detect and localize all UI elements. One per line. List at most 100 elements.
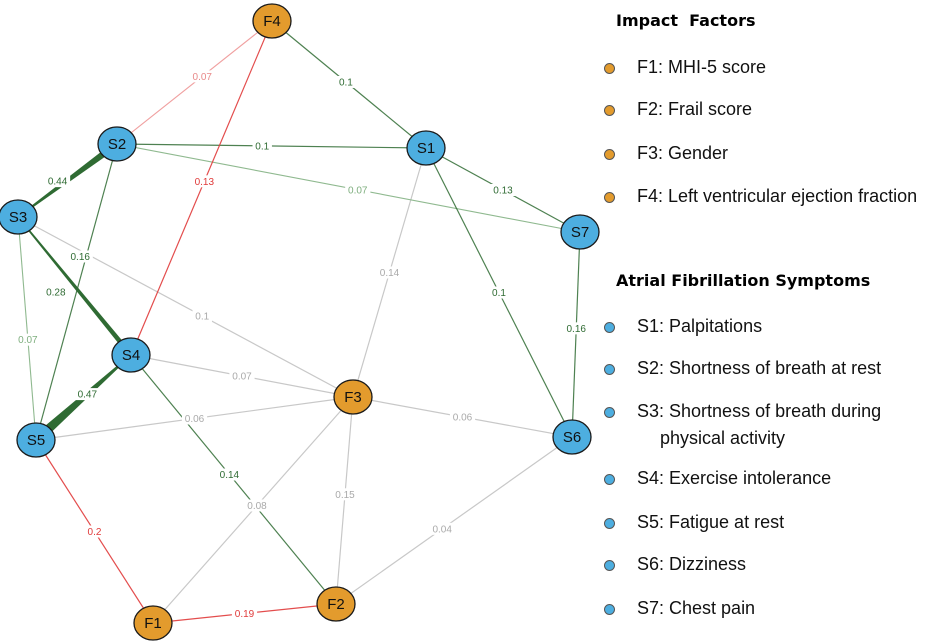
edge-label-bg [252, 139, 272, 152]
edge-label-bg [189, 70, 215, 83]
edge-weight-label: 0.07 [348, 185, 368, 196]
legend-item-label: F3: Gender [637, 143, 729, 163]
edge-s7-s6 [571, 231, 581, 438]
factor-dot-icon [604, 63, 615, 74]
node-circle [16, 422, 56, 458]
edge-label-bg [44, 175, 71, 188]
edge-label-bg [489, 286, 509, 299]
edge-weight-label: 0.07 [18, 335, 38, 346]
node-circle [111, 337, 151, 373]
edge-label-bg [67, 250, 93, 263]
edge-weight-label: 0.06 [453, 413, 473, 424]
edge-label-bg [74, 388, 100, 401]
edge-label-bg [244, 499, 270, 512]
edge-label-bg [345, 183, 371, 196]
legend-item-label: F1: MHI-5 score [637, 57, 767, 77]
edge-f4-s4 [130, 20, 273, 356]
edge-f3-f2 [335, 396, 354, 605]
node-label: S3 [9, 209, 27, 226]
node-f1: F1 [133, 605, 173, 641]
edge-label-bg [43, 285, 69, 298]
node-label: S5 [27, 432, 45, 449]
edge-weight-label: 0.08 [247, 501, 267, 512]
edge-weight-label: 0.04 [432, 524, 452, 535]
edge-label-bg [376, 266, 403, 279]
legend-item-f3: F3: Gender [600, 142, 728, 169]
node-s6: S6 [552, 419, 592, 455]
legend-item-f4: F4: Left ventricular ejection fraction [600, 185, 917, 212]
node-f2: F2 [316, 586, 356, 622]
legend-item-s4: S4: Exercise intolerance [600, 467, 831, 494]
node-s1: S1 [406, 130, 446, 166]
node-circle [97, 126, 137, 162]
legend-item-label: S6: Dizziness [637, 554, 747, 574]
node-label: F4 [263, 13, 281, 30]
legend-item-label: S7: Chest pain [637, 598, 756, 618]
edge-weight-label: 0.13 [195, 177, 215, 188]
node-label: S2 [108, 136, 126, 153]
node-label: F2 [327, 596, 345, 613]
symptom-dot-icon [604, 407, 615, 418]
node-circle [333, 379, 373, 415]
edge-weight-label: 0.16 [567, 324, 587, 335]
factor-dot-icon [604, 149, 615, 160]
edge-weight-label: 0.07 [232, 372, 252, 383]
symptom-dot-icon [604, 474, 615, 485]
edge-weight-label: 0.06 [185, 414, 205, 425]
edge-weight-label: 0.1 [339, 77, 353, 88]
edge-label-bg [181, 412, 208, 425]
edge-weight-label: 0.1 [195, 312, 209, 323]
edge-weight-label: 0.2 [88, 527, 102, 538]
edge-label-bg [84, 525, 105, 538]
legend-item-label-line2: physical activity [660, 428, 786, 448]
network-diagram: 0.07 0.1 0.07 0.06 0.06 0.08 0.15 0.04 0.14 0.07 0… [0, 3, 600, 641]
legend-item-f1: F1: MHI-5 score [600, 56, 766, 83]
node-label: F3 [344, 389, 362, 406]
legend-item-label-line1: S3: Shortness of breath during [637, 401, 882, 421]
legend-item-s7: S7: Chest pain [600, 597, 755, 624]
node-circle [552, 419, 592, 455]
edge-label-bg [216, 468, 242, 481]
edge-f4-s2 [116, 20, 273, 145]
legend-item-s1: S1: Palpitations [600, 315, 762, 342]
node-label: F1 [144, 615, 162, 632]
legend-item-s6: S6: Dizziness [600, 553, 746, 580]
legend-item-s2: S2: Shortness of breath at rest [600, 357, 881, 384]
node-label: S4 [122, 347, 140, 364]
node-s5: S5 [16, 422, 56, 458]
edge-weight-label: 0.13 [493, 186, 513, 197]
edge-s2-s5 [35, 143, 118, 441]
legend-item-label: F4: Left ventricular ejection fraction [637, 186, 918, 206]
node-circle [133, 605, 173, 641]
edge-weight-label: 0.14 [380, 268, 400, 279]
edge-weight-label: 0.14 [220, 470, 240, 481]
edge-s3-f3 [17, 216, 354, 398]
edge-label-bg [229, 370, 255, 382]
edge-weight-label: 0.07 [193, 72, 213, 83]
symptom-dot-icon [604, 364, 615, 375]
symptom-dot-icon [604, 518, 615, 529]
edge-f2-s6 [335, 436, 573, 605]
node-f3: F3 [333, 379, 373, 415]
legend-item-label: S4: Exercise intolerance [637, 468, 832, 488]
symptom-dot-icon [604, 322, 615, 333]
edge-label-bg [563, 322, 589, 335]
legend-item-label: F2: Frail score [637, 99, 753, 119]
node-label: S1 [417, 140, 435, 157]
legend-item-label: S2: Shortness of breath at rest [637, 358, 882, 378]
edge-weight-label: 0.28 [46, 287, 66, 298]
edge-label-bg [192, 310, 212, 322]
edge-weight-label: 0.19 [235, 609, 255, 620]
legend-item-s5: S5: Fatigue at rest [600, 511, 784, 538]
factor-dot-icon [604, 105, 615, 116]
edge-label-bg [332, 488, 358, 501]
edge-label-bg [15, 333, 41, 346]
edge-weight-label: 0.1 [492, 288, 506, 299]
symptom-dot-icon [604, 560, 615, 571]
node-circle [560, 214, 600, 250]
edge-weight-label: 0.15 [335, 490, 355, 501]
edge-label-bg [490, 184, 516, 196]
legend-item-label: S5: Fatigue at rest [637, 512, 785, 532]
node-label: S7 [571, 224, 589, 241]
